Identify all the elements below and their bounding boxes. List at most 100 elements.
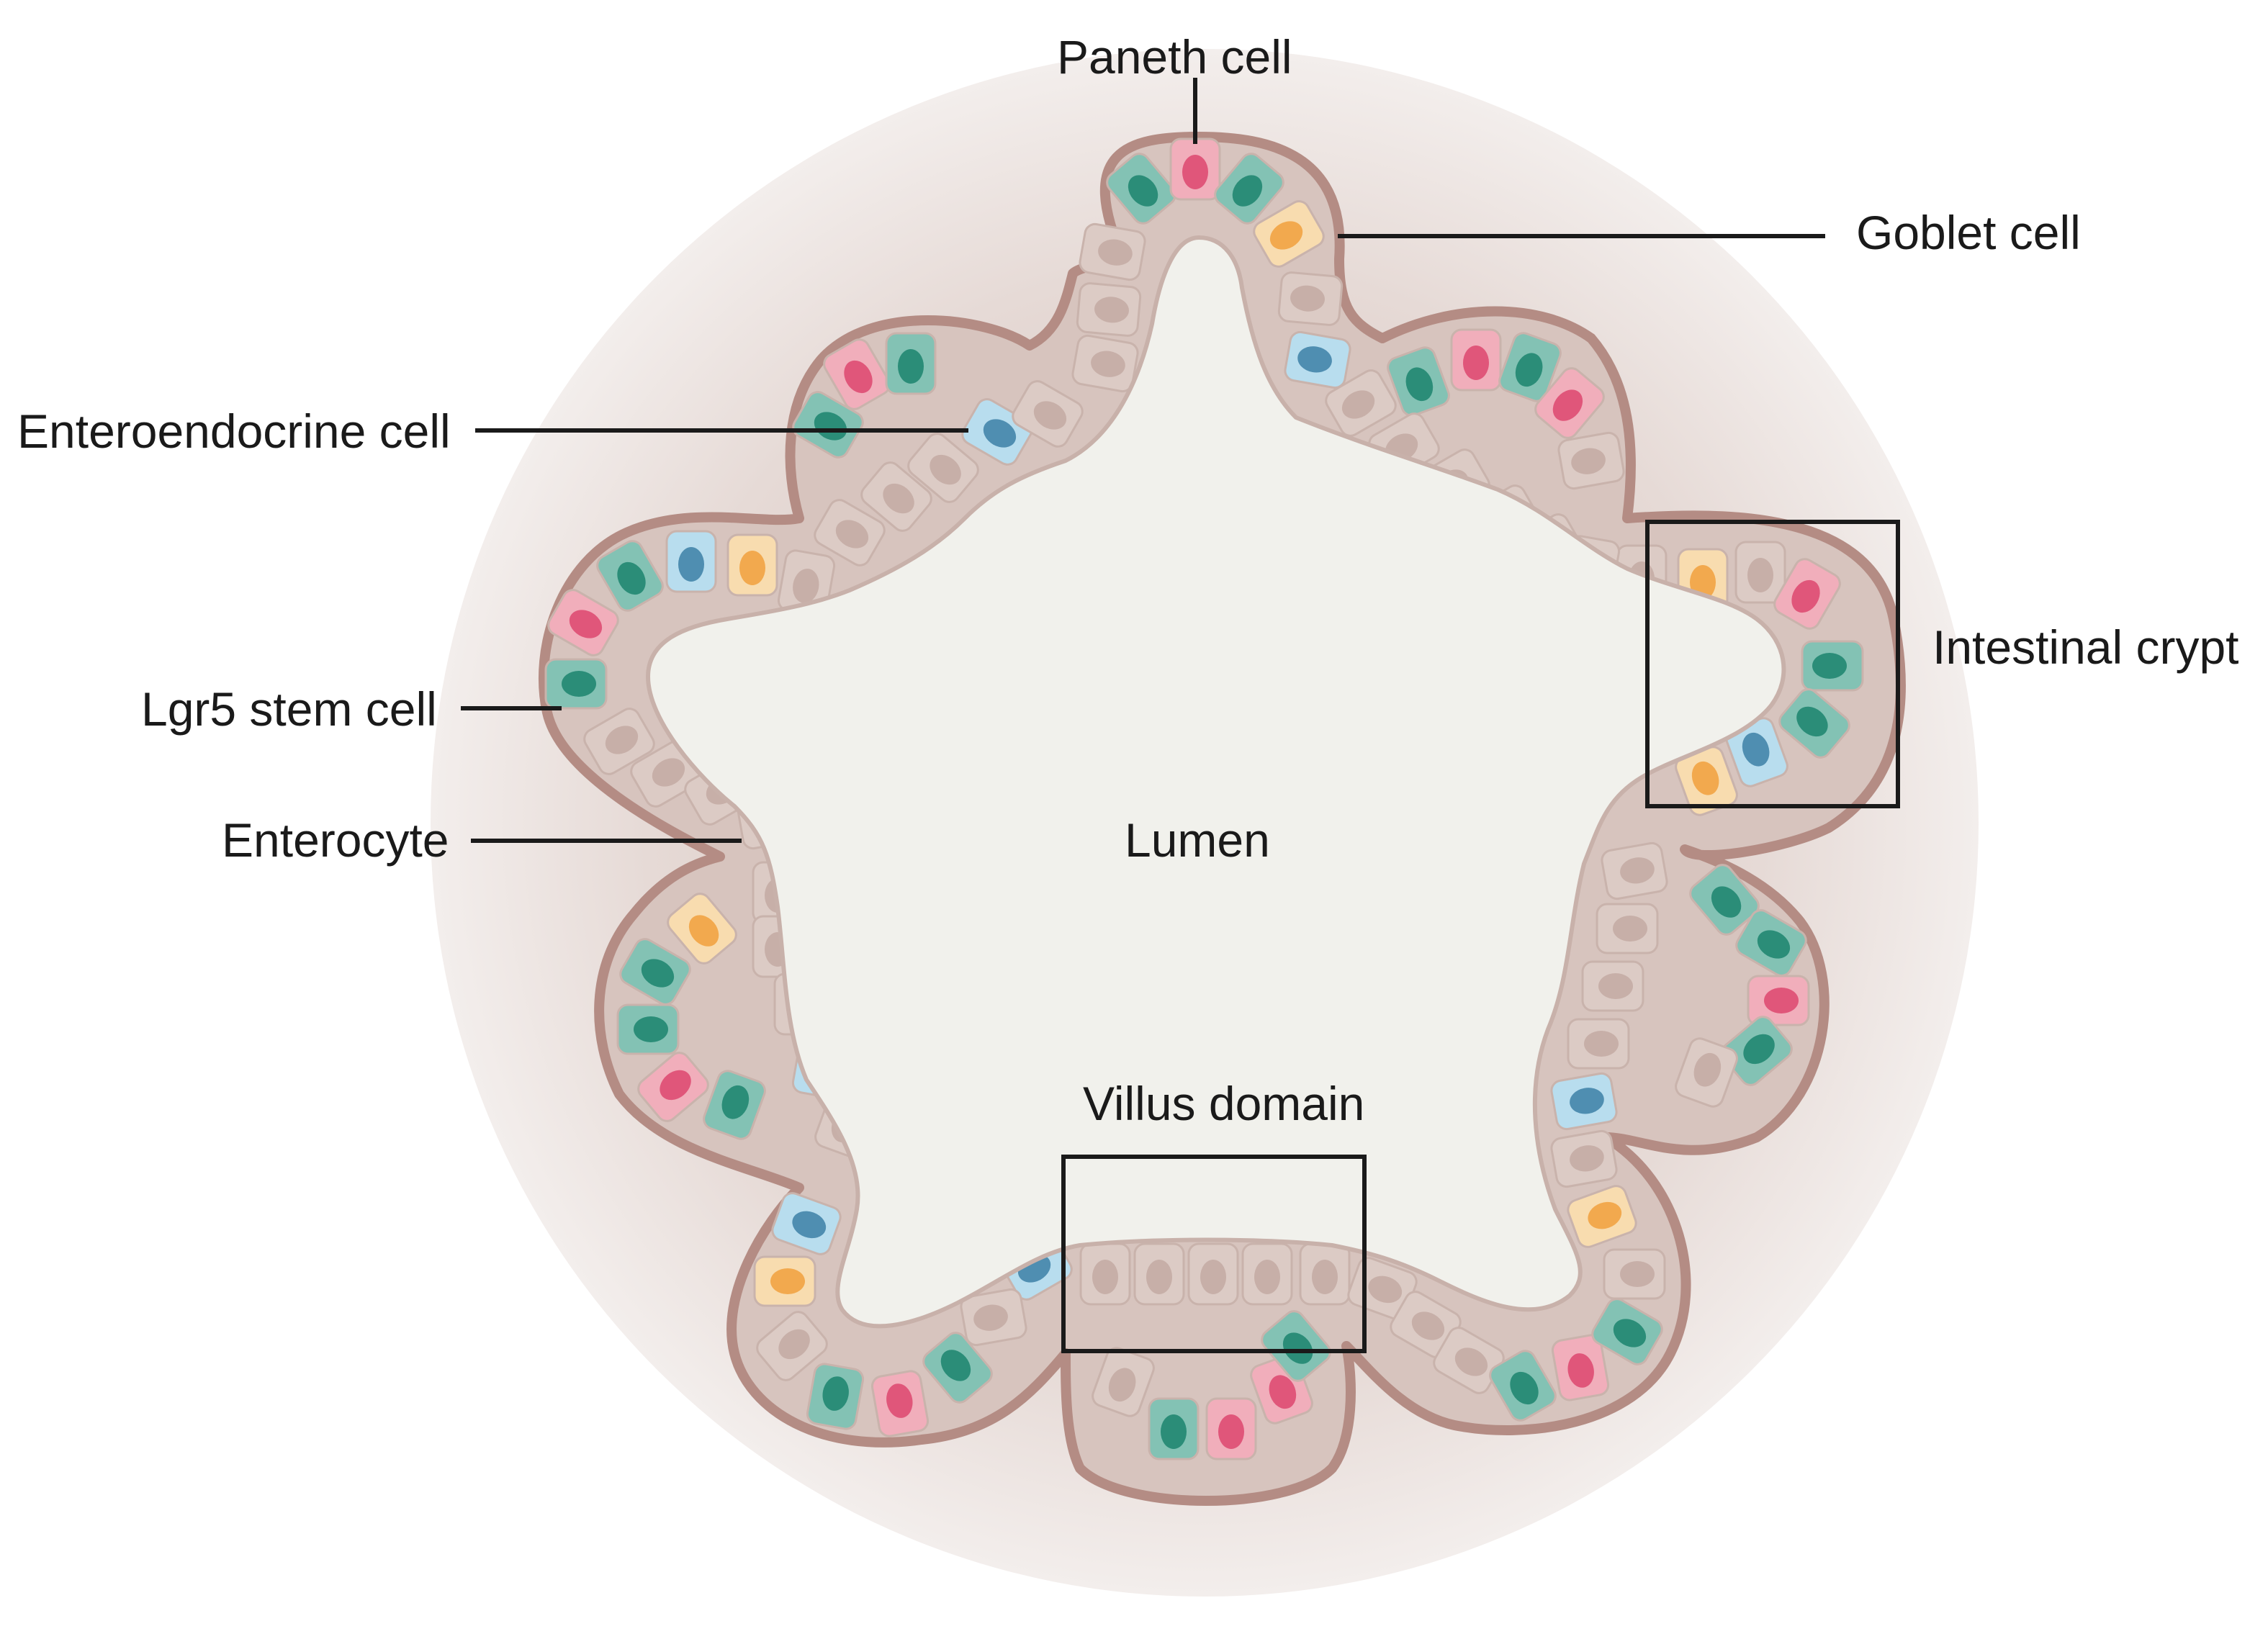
cell-nucleus [617, 561, 646, 595]
cell-nucleus [1711, 886, 1742, 918]
cell-pan [1534, 367, 1605, 439]
cell-ent [1079, 1242, 1131, 1306]
cell-ent [1734, 541, 1786, 604]
cell-nucleus [1743, 1034, 1775, 1065]
cell-ent [1603, 1248, 1666, 1300]
cell-nucleus [898, 349, 924, 384]
cell-ent [860, 461, 932, 532]
cell-nucleus [940, 1350, 971, 1381]
cell-stem [544, 658, 608, 710]
cell-nucleus [930, 454, 961, 485]
cell-ee [665, 530, 717, 593]
cell-pan [1450, 328, 1502, 392]
cell-ent [1012, 380, 1084, 448]
cell-ent [960, 1288, 1027, 1347]
cell-ent [1325, 369, 1397, 437]
cell-nucleus [1269, 221, 1303, 250]
cell-ent [1187, 1242, 1239, 1306]
cell-nucleus [1312, 1260, 1338, 1294]
cell-gob [1567, 1185, 1637, 1248]
cell-nucleus [770, 1268, 805, 1294]
cell-nucleus [1613, 1319, 1647, 1347]
cell-nucleus [835, 520, 869, 548]
cell-layer [544, 137, 1864, 1460]
cell-pan [823, 338, 891, 410]
intestinal-crypt-box [1645, 520, 1900, 808]
cell-ent [1675, 1037, 1738, 1108]
cell-nucleus [1570, 1145, 1604, 1172]
cell-ent [1299, 1242, 1351, 1306]
cell-nucleus [721, 1085, 750, 1119]
cell-nucleus [1182, 155, 1208, 189]
cell-ent [1601, 841, 1668, 900]
cell-nucleus [814, 412, 847, 441]
cell-pan [870, 1370, 930, 1437]
cell-stem [596, 540, 664, 612]
cell-nucleus [1598, 973, 1633, 999]
label-paneth-cell: Paneth cell [1057, 30, 1292, 83]
label-villus-domain: Villus domain [1083, 1077, 1365, 1130]
cell-stem [1735, 909, 1807, 977]
cell-nucleus [652, 758, 685, 787]
cell-nucleus [1515, 353, 1543, 387]
cell-pan [1205, 1397, 1257, 1460]
cell-nucleus [1282, 1332, 1313, 1364]
cell-nucleus [1757, 930, 1791, 959]
cell-nucleus [1405, 367, 1434, 402]
cell-nucleus [1297, 346, 1332, 373]
cell-stem [922, 1332, 993, 1404]
cell-nucleus [973, 1304, 1008, 1331]
cell-nucleus [1510, 1371, 1539, 1405]
cell-nucleus [1691, 761, 1719, 795]
cell-stem [1689, 864, 1760, 936]
label-lgr5-stem-cell: Lgr5 stem cell [141, 682, 437, 736]
cell-nucleus [678, 547, 704, 582]
cell-nucleus [1584, 1031, 1619, 1057]
cell-nucleus [1747, 558, 1773, 592]
cell-nucleus [1092, 1260, 1118, 1294]
label-enterocyte: Enterocyte [222, 813, 449, 867]
label-enteroendocrine-cell: Enteroendocrine cell [17, 405, 451, 458]
cell-ent [1550, 1129, 1618, 1188]
villus-domain-box [1061, 1155, 1367, 1353]
label-intestinal-crypt: Intestinal crypt [1932, 620, 2239, 674]
cell-nucleus [1454, 1347, 1488, 1376]
cell-nucleus [1200, 1260, 1226, 1294]
cell-nucleus [688, 915, 719, 947]
cell-stem [616, 1003, 680, 1055]
cell-nucleus [641, 959, 675, 988]
cell-ent [814, 499, 886, 566]
cell-ent [1079, 222, 1146, 281]
cell-ent [1567, 1018, 1630, 1070]
cell-nucleus [1570, 1088, 1604, 1114]
cell-nucleus [844, 360, 873, 394]
cell-stem [1261, 1310, 1331, 1382]
cell-stem [1489, 1350, 1557, 1422]
cell-nucleus [778, 1329, 810, 1360]
cell-ent [1133, 1242, 1185, 1306]
cell-nucleus [1146, 1260, 1172, 1294]
cell-nucleus [1091, 351, 1125, 377]
cell-ent [1071, 334, 1139, 393]
cell-nucleus [1588, 1201, 1622, 1229]
cell-nucleus [1411, 1311, 1445, 1340]
cell-nucleus [1128, 175, 1158, 207]
cell-nucleus [983, 419, 1017, 448]
cell-gob [667, 893, 737, 965]
cell-stem [1387, 346, 1450, 417]
leader-lines [461, 78, 1825, 843]
lumen-area [646, 235, 1786, 1329]
cell-stem [1778, 688, 1850, 759]
cell-nucleus [1269, 1375, 1297, 1409]
label-goblet-cell: Goblet cell [1856, 206, 2081, 259]
cell-stem [1106, 153, 1176, 225]
cell-gob [1253, 200, 1325, 268]
cell-stem [1498, 332, 1562, 402]
cell-nucleus [1368, 1275, 1403, 1304]
cell-pan [547, 589, 619, 656]
cell-nucleus [1218, 1414, 1244, 1449]
cell-nucleus [1567, 1353, 1594, 1388]
cell-nucleus [1613, 916, 1647, 942]
cell-pan [1169, 137, 1221, 201]
